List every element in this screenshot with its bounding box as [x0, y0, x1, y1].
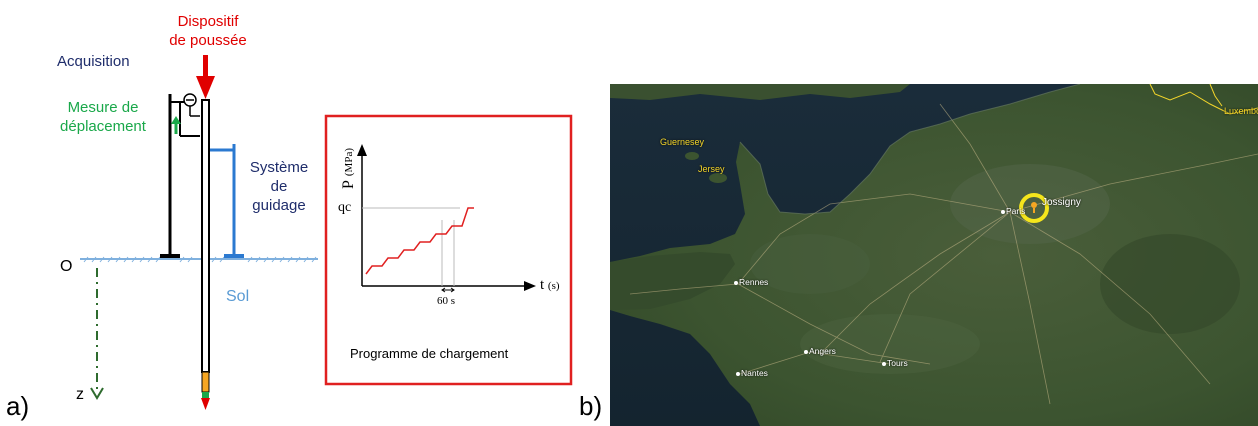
loading-program-title: Programme de chargement — [350, 346, 509, 361]
guidance-line-3: guidage — [252, 197, 306, 214]
origin-label: O — [60, 258, 73, 275]
loading-staircase-curve — [365, 207, 474, 275]
pushing-device-line-1: Dispositif — [177, 13, 239, 30]
place-guernesey: Guernesey — [660, 137, 705, 147]
guernsey-island — [685, 152, 699, 160]
guidance-line-1: Système — [249, 159, 309, 176]
loading-y-unit: (MPa) — [343, 148, 355, 177]
ground-surface — [80, 256, 318, 263]
push-rod — [201, 99, 210, 410]
displacement-measure-label: Mesure de déplacement — [58, 98, 148, 136]
push-arrow — [196, 55, 215, 99]
loading-x-label: t — [540, 277, 545, 293]
place-jossigny: Jossigny — [1042, 197, 1081, 208]
displacement-line-1: Mesure de — [67, 99, 139, 116]
acquisition-frame — [160, 94, 200, 258]
loading-program-frame — [324, 114, 573, 386]
loading-step-annotation: 60 s — [437, 295, 456, 307]
pushing-device-line-2: de poussée — [169, 32, 247, 49]
jersey-island — [709, 173, 727, 183]
depth-axis-label: z — [76, 386, 84, 403]
displacement-line-2: déplacement — [60, 118, 146, 135]
place-rennes: Rennes — [734, 277, 768, 287]
displacement-gauge — [183, 93, 200, 117]
place-nantes: Nantes — [736, 368, 768, 378]
guidance-line-2: de — [270, 178, 288, 195]
panel-b-label: b) — [579, 391, 603, 421]
map-pin-icon — [1031, 202, 1037, 213]
loading-y-label: P — [340, 180, 357, 190]
loading-x-unit: (s) — [547, 280, 560, 292]
jossigny-marker-ring — [1019, 193, 1049, 223]
acquisition-label: Acquisition — [57, 53, 130, 70]
soil-label: Sol — [226, 288, 250, 305]
place-jersey: Jersey — [698, 164, 725, 174]
place-tours: Tours — [882, 358, 908, 368]
satellite-map: Guernesey Jersey Rennes Angers Tours Nan… — [610, 84, 1258, 426]
brittany — [610, 252, 735, 310]
step-duration-arrow — [441, 287, 455, 293]
depth-axis — [90, 268, 104, 400]
place-paris: Paris — [1001, 206, 1025, 216]
uk-coast — [610, 84, 910, 100]
guidance-system-label: Système de guidage — [240, 158, 318, 215]
place-luxembourg: Luxembo — [1224, 106, 1258, 116]
displacement-arrow — [171, 116, 181, 134]
mainland — [610, 84, 1258, 426]
panel-a-label: a) — [6, 391, 30, 421]
luxembourg-border — [1149, 84, 1258, 115]
map-terrain — [610, 84, 1258, 426]
guidance-system — [205, 144, 244, 258]
loading-y-tick-qc: qc — [338, 200, 352, 215]
loading-x-axis-title: t (s) — [540, 277, 560, 294]
road-network — [629, 103, 1258, 405]
loading-y-axis-title: P (MPa) — [340, 148, 358, 189]
place-angers: Angers — [804, 346, 836, 356]
pushing-device-label: Dispositif de poussée — [160, 12, 256, 50]
loading-chart-axes — [357, 144, 536, 293]
penetrometer-schematic — [80, 55, 573, 410]
